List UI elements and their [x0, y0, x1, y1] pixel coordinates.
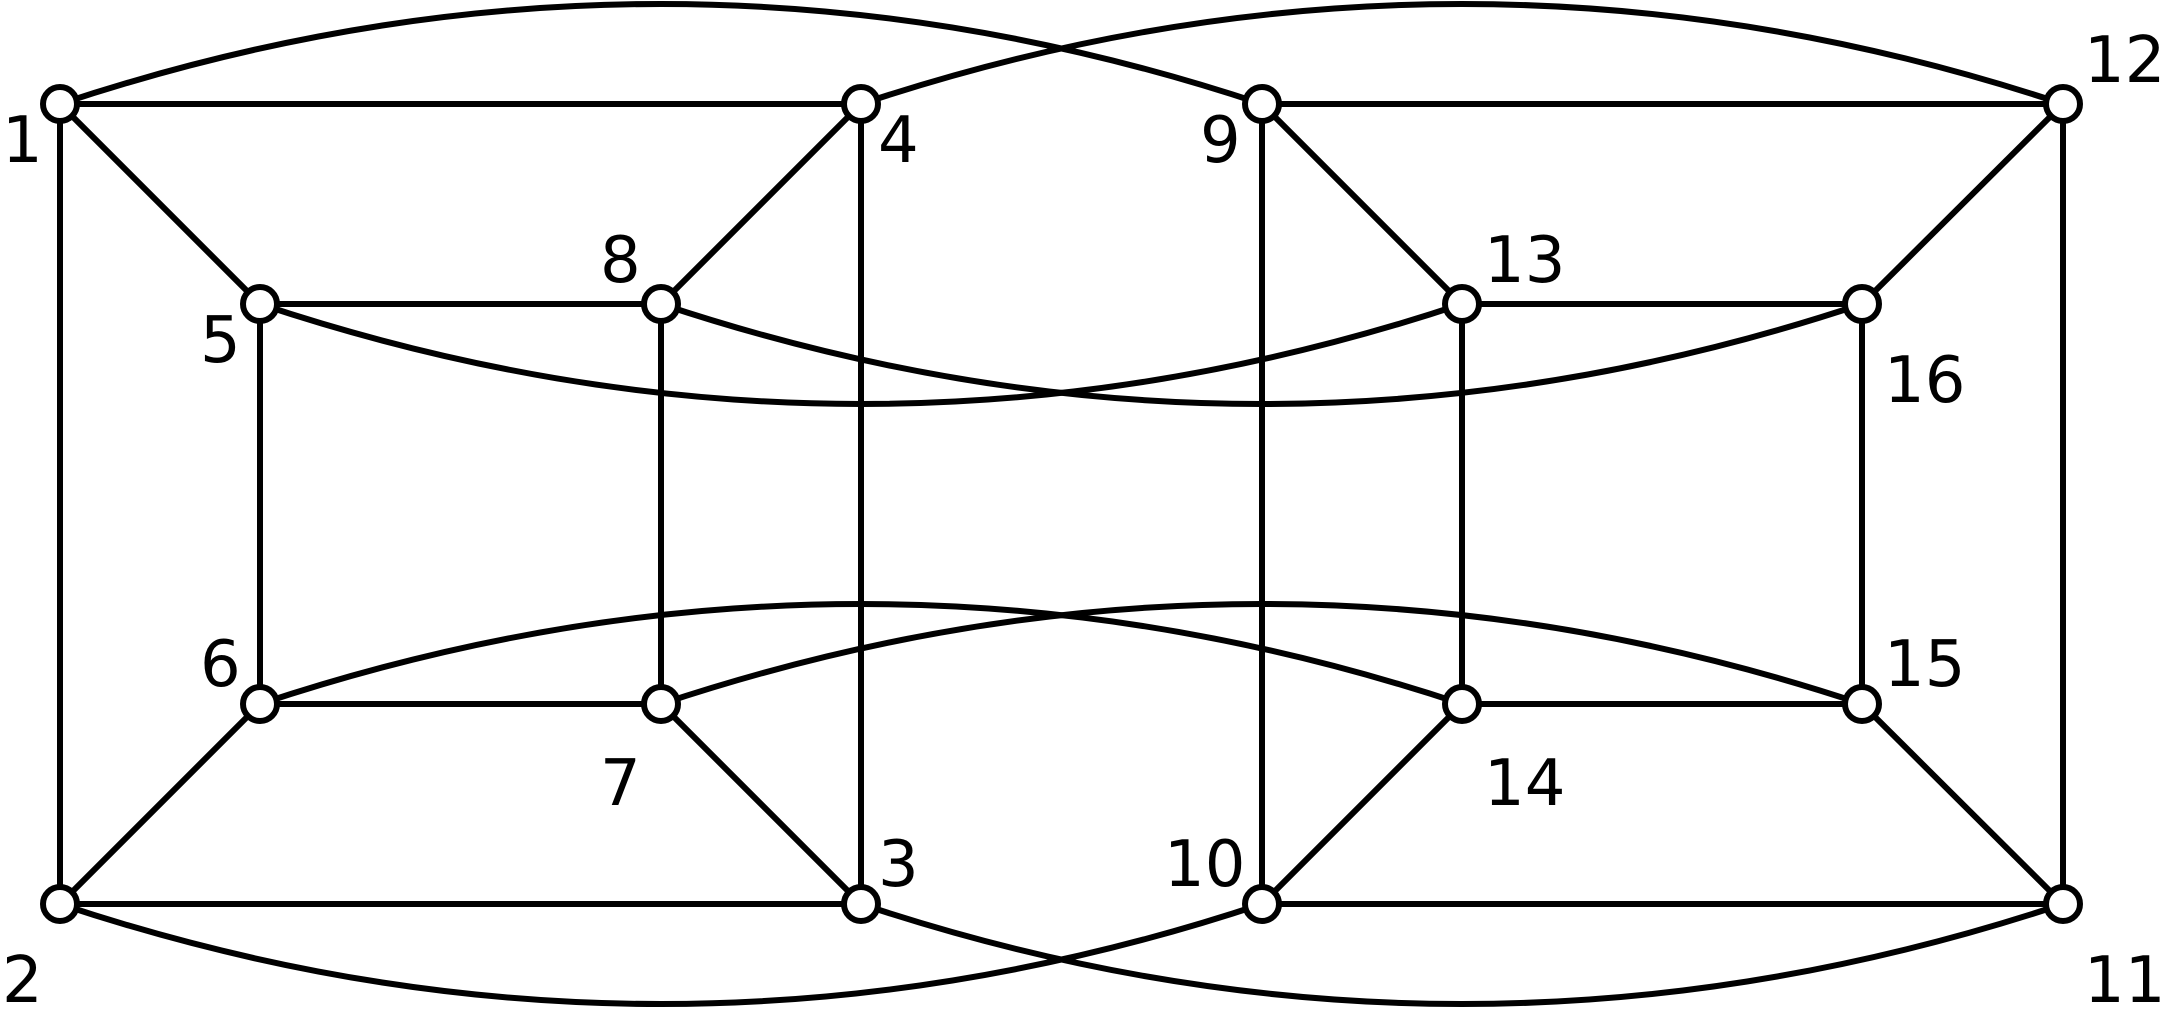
node-label-8: 8: [600, 224, 641, 298]
edge-3-7: [658, 701, 864, 907]
node-label-6: 6: [200, 628, 241, 702]
edge-11-15: [1859, 701, 2066, 907]
edges-layer: [57, 1, 2066, 1007]
edge-3-11: [860, 901, 2064, 1007]
node-12: [2043, 84, 2083, 124]
node-15: [1842, 684, 1882, 724]
node-1: [40, 84, 80, 124]
node-16: [1842, 284, 1882, 324]
edge-4-12: [860, 1, 2064, 107]
edge-5-13: [259, 301, 1463, 407]
node-label-11: 11: [2084, 944, 2160, 1018]
node-5: [240, 284, 280, 324]
edge-12-16: [1859, 101, 2066, 307]
node-6: [240, 684, 280, 724]
node-label-12: 12: [2084, 24, 2160, 98]
edge-4-8: [658, 101, 864, 307]
node-label-16: 16: [1884, 344, 1965, 418]
node-14: [1442, 684, 1482, 724]
node-13: [1442, 284, 1482, 324]
node-label-10: 10: [1164, 828, 1245, 902]
edge-8-16: [660, 301, 1863, 407]
edge-7-15: [660, 601, 1863, 707]
node-7: [641, 684, 681, 724]
node-4: [841, 84, 881, 124]
edge-6-14: [259, 601, 1463, 707]
node-label-15: 15: [1884, 628, 1965, 702]
edge-1-9: [59, 1, 1263, 107]
edge-2-10: [59, 901, 1263, 1007]
node-label-13: 13: [1484, 224, 1565, 298]
node-label-9: 9: [1200, 104, 1241, 178]
node-label-7: 7: [600, 747, 641, 821]
node-10: [1242, 884, 1282, 924]
edge-9-13: [1259, 101, 1465, 307]
edge-10-14: [1259, 701, 1465, 907]
node-2: [40, 884, 80, 924]
edge-1-5: [57, 101, 263, 307]
node-label-3: 3: [878, 828, 919, 902]
node-3: [841, 884, 881, 924]
node-label-14: 14: [1484, 747, 1565, 821]
node-11: [2043, 884, 2083, 924]
node-label-2: 2: [2, 944, 43, 1018]
node-8: [641, 284, 681, 324]
node-label-4: 4: [878, 104, 919, 178]
node-9: [1242, 84, 1282, 124]
node-label-5: 5: [200, 304, 241, 378]
nodes-layer: [40, 84, 2083, 924]
node-label-1: 1: [2, 104, 43, 178]
edge-2-6: [57, 701, 263, 907]
